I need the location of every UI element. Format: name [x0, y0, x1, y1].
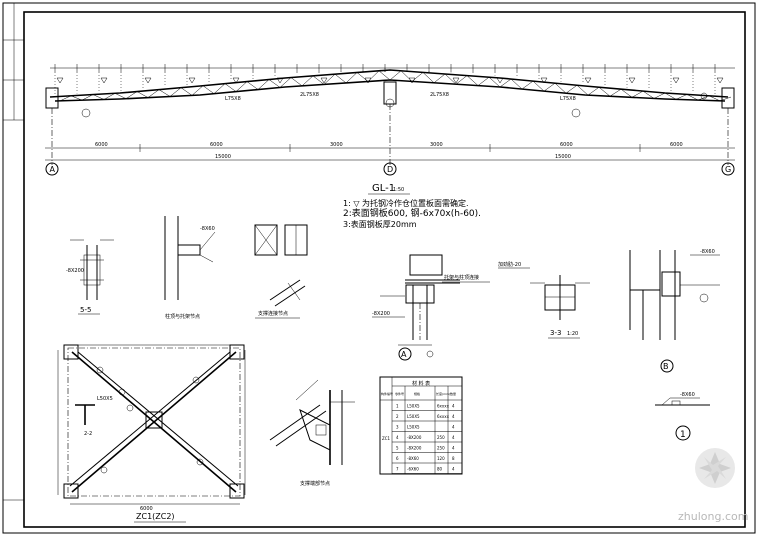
- svg-text:6000: 6000: [95, 142, 108, 148]
- svg-text:3000: 3000: [330, 142, 343, 148]
- table-cell: -8X60: [407, 456, 419, 461]
- detail-a: 托架与柱顶连接 -8X200 A: [372, 254, 490, 361]
- svg-text:6000: 6000: [210, 142, 223, 148]
- svg-text:-8X200: -8X200: [66, 268, 84, 274]
- table-cell: 120: [437, 456, 445, 461]
- svg-text:支撑连接节点: 支撑连接节点: [258, 310, 288, 317]
- table-cell: 2: [396, 414, 399, 419]
- section-5-5: -8X200 5-5: [66, 239, 114, 315]
- svg-text:-8X60: -8X60: [200, 226, 215, 232]
- table-cell: 4: [452, 404, 455, 409]
- watermark-text: zhulong.com: [678, 510, 748, 523]
- material-table-title: 材 料 表: [412, 380, 430, 387]
- svg-text:L50X5: L50X5: [97, 396, 113, 402]
- table-cell: 80: [437, 467, 443, 472]
- detail-1: -8X60 1: [655, 392, 710, 441]
- table-cell: 250: [437, 435, 445, 440]
- watermark-logo: zhulong.com: [678, 448, 748, 523]
- svg-text:构件编号: 构件编号: [381, 391, 393, 396]
- table-cell: 250: [437, 446, 445, 451]
- table-cell: 3: [396, 425, 399, 430]
- table-cell: 4: [452, 467, 455, 472]
- svg-text:G: G: [725, 165, 731, 174]
- svg-text:ZC1(ZC2): ZC1(ZC2): [136, 512, 175, 521]
- svg-text:A: A: [50, 165, 56, 174]
- svg-text:15000: 15000: [555, 154, 571, 160]
- table-cell: 7: [396, 467, 399, 472]
- bracing-end-connection: 支撑端部节点: [269, 379, 355, 487]
- svg-text:L75X8: L75X8: [560, 96, 576, 102]
- svg-text:15000: 15000: [215, 154, 231, 160]
- svg-text:2L75X8: 2L75X8: [300, 92, 319, 98]
- truss-title: GL-1 1:50: [368, 183, 410, 195]
- table-cell: 6: [396, 456, 399, 461]
- svg-text:托架与柱顶连接: 托架与柱顶连接: [444, 274, 479, 281]
- table-cell: 5: [396, 446, 399, 451]
- table-cell: L50X5: [407, 404, 420, 409]
- svg-text:6000: 6000: [140, 506, 153, 512]
- svg-text:1: ▽ 为托钢冷作仓位置板面需确定.: 1: ▽ 为托钢冷作仓位置板面需确定.: [343, 198, 469, 208]
- table-cell: 4: [452, 435, 455, 440]
- table-cell: L50X5: [407, 414, 420, 419]
- svg-text:2-2: 2-2: [84, 431, 92, 437]
- table-cell: -6X60: [407, 467, 419, 472]
- svg-text:ZC1: ZC1: [382, 436, 391, 441]
- table-cell: 4: [452, 414, 455, 419]
- svg-text:长度(mm): 长度(mm): [436, 391, 450, 396]
- column-stiffener-detail: -8X60 柱顶与托架节点: [164, 216, 216, 320]
- svg-text:柱顶与托架节点: 柱顶与托架节点: [165, 313, 200, 320]
- svg-text:1:20: 1:20: [567, 331, 578, 337]
- cross-bracing-zc1: L50X5 2-2 6000 ZC1(ZC2): [57, 344, 246, 523]
- svg-text:-8X60: -8X60: [680, 392, 695, 398]
- table-cell: 6xxxx: [437, 404, 450, 409]
- svg-text:D: D: [387, 165, 393, 174]
- svg-text:B: B: [663, 362, 669, 371]
- svg-text:支撑端部节点: 支撑端部节点: [300, 480, 330, 487]
- table-cell: 4: [396, 435, 399, 440]
- axis-bubble-g: G: [721, 162, 735, 176]
- svg-text:5-5: 5-5: [80, 306, 91, 314]
- svg-text:GL-1: GL-1: [372, 183, 395, 194]
- truss-elevation: 6000 6000 3000 3000 6000 6000 15000 1500…: [45, 64, 735, 165]
- svg-text:数量: 数量: [450, 391, 456, 396]
- svg-text:规格: 规格: [414, 391, 420, 396]
- table-cell: -8X200: [407, 446, 422, 451]
- general-notes: 1: ▽ 为托钢冷作仓位置板面需确定. 2:表面钢板600, 钢-6x70x(h…: [343, 198, 481, 229]
- table-cell: L50X5: [407, 425, 420, 430]
- detail-b: -8X60 B: [629, 249, 720, 373]
- svg-text:零件号: 零件号: [395, 391, 404, 396]
- gusset-plate-detail: 支撑连接节点: [254, 224, 308, 319]
- table-cell: 4: [452, 425, 455, 430]
- svg-text:2L75X8: 2L75X8: [430, 92, 449, 98]
- table-cell: -8X200: [407, 435, 422, 440]
- svg-text:A: A: [401, 350, 407, 359]
- svg-text:-8X200: -8X200: [372, 311, 390, 317]
- section-3-3: 加劲肋-20 3-3 1:20: [498, 261, 590, 339]
- svg-text:加劲肋-20: 加劲肋-20: [498, 261, 521, 268]
- axis-bubble-a: A: [45, 162, 59, 176]
- svg-text:6000: 6000: [670, 142, 683, 148]
- axis-bubble-d: D: [383, 162, 397, 176]
- svg-text:6000: 6000: [560, 142, 573, 148]
- table-cell: 4: [452, 446, 455, 451]
- table-cell: 1: [396, 404, 399, 409]
- table-cell: 6xxxx: [437, 414, 450, 419]
- svg-text:L75X8: L75X8: [225, 96, 241, 102]
- svg-text:2:表面钢板600, 钢-6x70x(h-60).: 2:表面钢板600, 钢-6x70x(h-60).: [343, 207, 481, 219]
- svg-text:3000: 3000: [430, 142, 443, 148]
- table-cell: 8: [452, 456, 455, 461]
- svg-text:1:50: 1:50: [393, 187, 404, 193]
- svg-text:-8X60: -8X60: [700, 249, 715, 255]
- svg-text:3:表面钢板厚20mm: 3:表面钢板厚20mm: [343, 219, 417, 229]
- svg-text:1: 1: [680, 430, 686, 440]
- svg-text:3-3: 3-3: [550, 329, 561, 337]
